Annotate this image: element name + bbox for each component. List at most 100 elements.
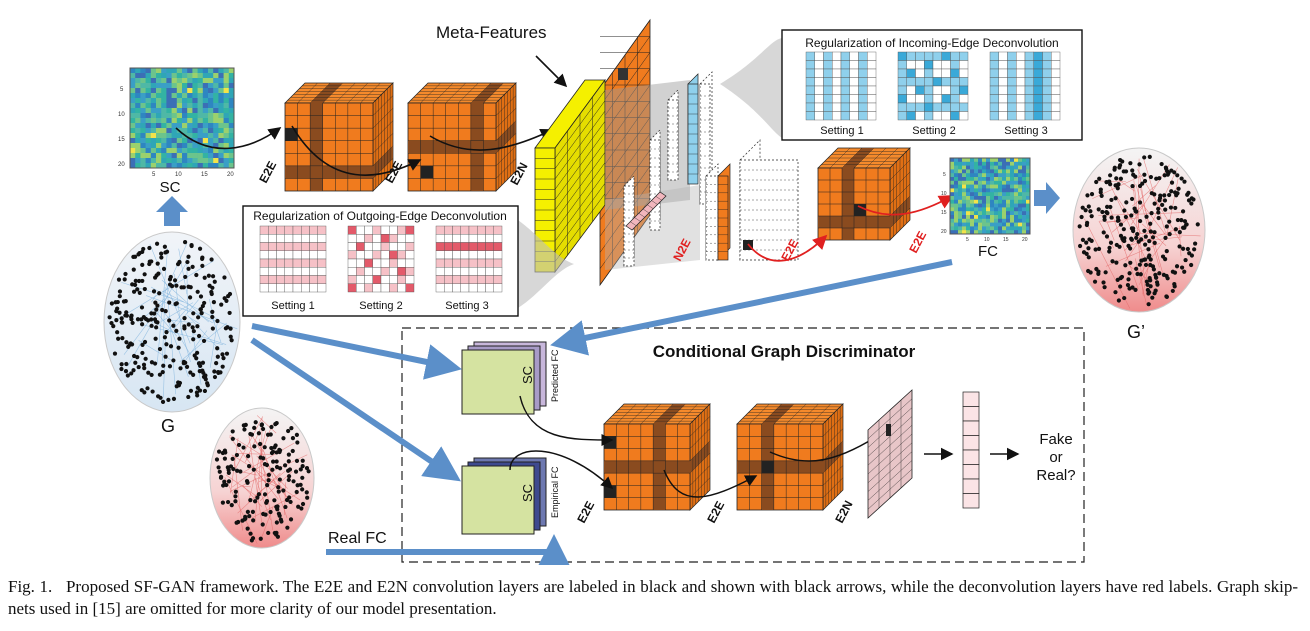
heatmap-cell <box>171 98 178 104</box>
brain-node <box>1108 204 1113 210</box>
disc-layer-e2n: E2N <box>832 498 855 525</box>
heatmap-cell <box>966 226 971 231</box>
brain-node <box>1182 269 1187 274</box>
heatmap-cell <box>994 196 999 201</box>
heatmap-cell <box>986 173 991 178</box>
brain-node <box>286 474 292 479</box>
brain-node <box>149 323 154 328</box>
brain-node <box>1182 179 1187 184</box>
heatmap-cell <box>962 165 967 170</box>
reg-cell <box>389 234 398 243</box>
grid-line <box>647 204 654 209</box>
heatmap-cell <box>1014 184 1019 189</box>
reg-cell <box>372 267 382 276</box>
brain-node <box>1118 284 1123 289</box>
reg-cell <box>805 51 815 61</box>
heatmap-cell <box>202 153 209 159</box>
reg-cell <box>1024 85 1034 95</box>
brain-node <box>1146 291 1151 296</box>
heatmap-cell <box>1006 169 1011 174</box>
reg-cell <box>444 267 453 276</box>
heatmap-cell <box>950 199 955 204</box>
heatmap-cell <box>202 123 209 129</box>
heatmap-cell <box>161 153 167 159</box>
reg-cell <box>832 85 842 95</box>
reg-cell <box>897 85 907 95</box>
reg-cell <box>1042 77 1052 87</box>
reg-cell <box>1024 77 1034 87</box>
reg-cell <box>932 102 942 112</box>
reg-cell <box>832 68 842 78</box>
heatmap-cell <box>966 173 971 178</box>
reg-cell <box>941 111 951 121</box>
reg-cell <box>867 77 877 87</box>
brain-node <box>273 422 278 427</box>
brain-node <box>167 364 173 369</box>
brain-node <box>264 500 269 505</box>
g-label: G <box>161 416 175 436</box>
reg-cell <box>959 111 969 121</box>
brain-node <box>164 329 169 335</box>
grid-line <box>495 120 517 141</box>
brain-node <box>131 289 137 294</box>
heatmap-cell <box>962 180 967 185</box>
brain-node <box>211 300 217 305</box>
brain-node <box>194 390 200 395</box>
heatmap-cell <box>187 133 193 139</box>
heatmap-cell <box>982 196 987 201</box>
reg-cell <box>444 283 453 293</box>
heatmap-cell <box>197 88 204 94</box>
brain-node <box>242 427 247 432</box>
brain-node <box>1159 161 1164 167</box>
heatmap-cell <box>1018 207 1023 212</box>
heatmap-cell <box>140 163 146 169</box>
reg-cell <box>364 225 373 235</box>
brain-node <box>1126 243 1131 248</box>
reg-cell <box>840 94 850 104</box>
reg-cell <box>1024 111 1034 121</box>
heatmap-cell <box>954 218 959 223</box>
reg-cell <box>941 94 951 104</box>
brain-node <box>183 274 188 280</box>
reg-cell <box>1016 94 1026 104</box>
heatmap-cell <box>187 138 193 144</box>
heatmap-cell <box>1002 215 1007 220</box>
heatmap-cell <box>208 153 214 159</box>
heatmap-cell <box>1018 169 1023 174</box>
reg-cell <box>435 283 445 293</box>
reg-cell <box>276 275 285 284</box>
reg-cell <box>1016 60 1026 70</box>
brain-node <box>160 307 165 313</box>
brain-node <box>109 301 114 306</box>
predicted-sc-label: SC <box>520 366 535 384</box>
reg-cell <box>1007 102 1017 112</box>
brain-node <box>137 290 142 295</box>
reg-cell <box>932 111 942 121</box>
brain-node <box>1128 260 1133 265</box>
heatmap-cell <box>202 103 209 109</box>
brain-node <box>162 244 167 249</box>
heatmap-cell <box>982 165 987 170</box>
heatmap-cell <box>130 98 136 104</box>
reg-cell <box>284 275 294 284</box>
connectome-edge <box>1141 203 1166 235</box>
heatmap-cell <box>986 211 991 216</box>
brain-node <box>214 457 220 462</box>
connectome-edge <box>1134 258 1148 306</box>
brain-node <box>217 449 222 454</box>
heatmap-cell <box>135 128 141 134</box>
brain-node <box>171 358 176 363</box>
reg-cell <box>1033 60 1043 70</box>
brain-node <box>1085 193 1090 198</box>
brain-node <box>181 359 186 364</box>
heatmap-cell <box>962 188 967 193</box>
brain-node <box>173 301 178 307</box>
heatmap-cell <box>176 88 183 94</box>
reg-cell <box>309 283 318 293</box>
heatmap-cell <box>1022 199 1027 204</box>
heatmap-cell <box>1002 230 1007 235</box>
heatmap-cell <box>223 108 230 114</box>
cube-highlight-cell <box>761 460 774 474</box>
heatmap-cell <box>145 143 152 149</box>
heatmap-cell <box>994 158 999 163</box>
